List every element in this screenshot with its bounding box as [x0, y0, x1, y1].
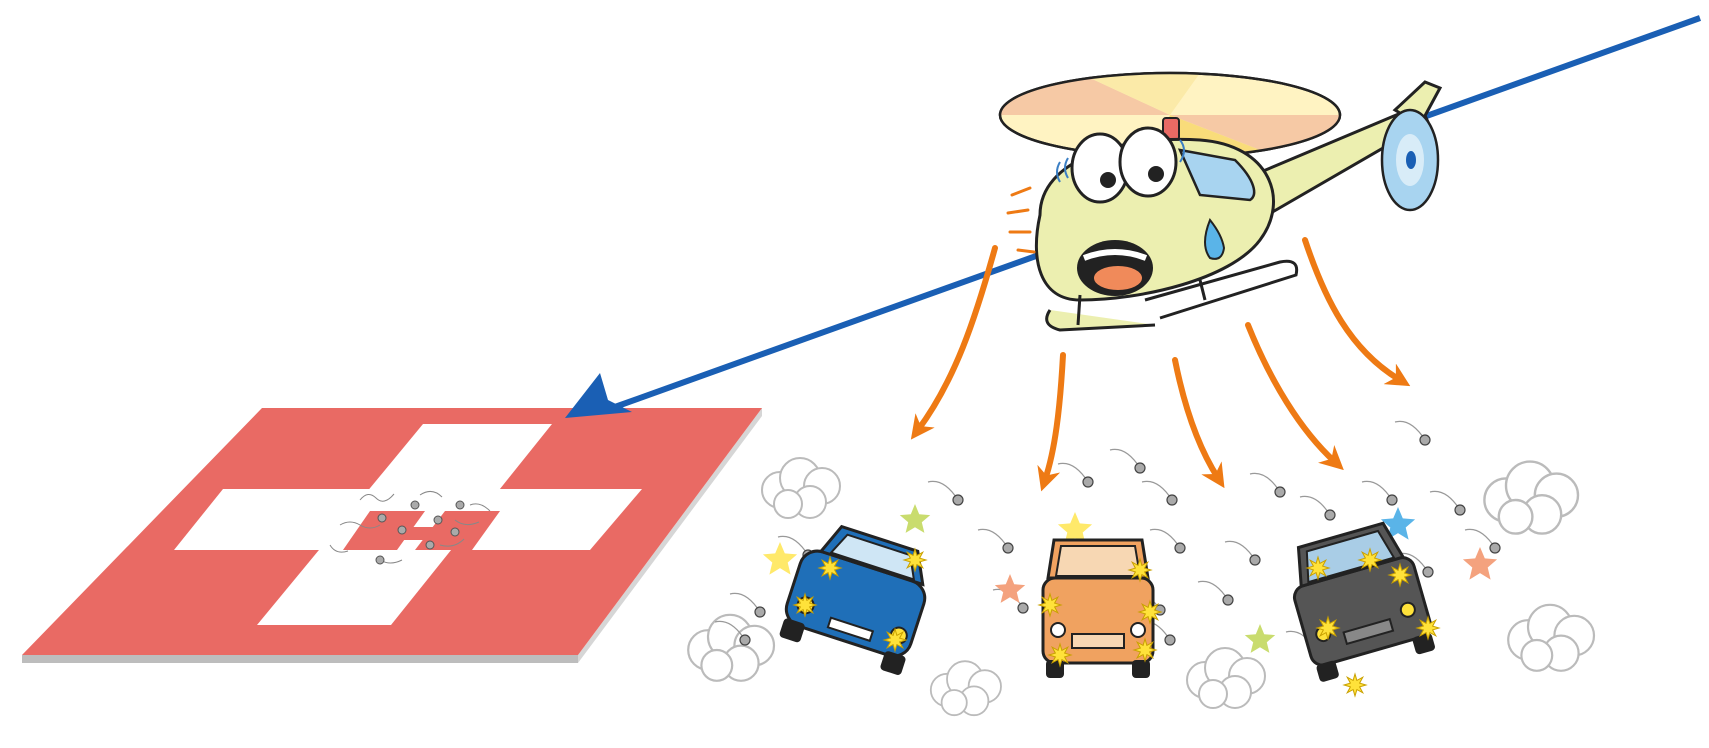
impact-burst: [1137, 599, 1163, 625]
dust-puff: [1497, 498, 1534, 535]
car-icon: [1041, 538, 1155, 678]
rock: [1222, 594, 1234, 606]
impact-burst: [1315, 615, 1341, 641]
star-icon: [1462, 547, 1498, 580]
pebble: [455, 500, 465, 510]
pebble: [377, 513, 387, 523]
dust-cloud: [1186, 647, 1266, 709]
downwash-arrows: [910, 237, 1411, 492]
shake-lines: [1056, 139, 1185, 183]
rock: [1002, 542, 1014, 554]
dust-cloud: [929, 660, 1002, 717]
rock: [1489, 542, 1501, 554]
helicopter-window: [1177, 148, 1256, 202]
dust-cloud: [1507, 603, 1596, 672]
dust-cloud: [761, 457, 841, 519]
downwash-arrow: [1302, 237, 1411, 387]
car-icon: [779, 524, 927, 675]
impact-burst: [882, 627, 908, 653]
pebble: [375, 555, 385, 565]
rock: [1454, 504, 1466, 516]
star-icon: [994, 574, 1026, 603]
impact-burst: [1357, 547, 1383, 573]
downwash-arrow: [1245, 322, 1344, 471]
rock: [1134, 462, 1146, 474]
arrow-left-down-icon: [565, 373, 632, 418]
star-icon: [1057, 512, 1093, 545]
helipad-side-right: [578, 408, 762, 663]
pebble: [410, 500, 420, 510]
impact-burst: [1047, 642, 1073, 668]
pebble: [450, 527, 460, 537]
dust-puff: [773, 489, 803, 519]
impact-stars: [762, 504, 1498, 653]
downwash-arrow: [1172, 357, 1225, 489]
rock: [1174, 542, 1186, 554]
rock: [1164, 634, 1176, 646]
downwash-arrow: [910, 245, 998, 440]
rock: [739, 634, 751, 646]
impact-burst: [1127, 557, 1153, 583]
helipad: [22, 408, 762, 663]
nervous-lines: [1006, 186, 1036, 254]
rock: [1422, 566, 1434, 578]
pebble: [397, 525, 407, 535]
rock: [1386, 494, 1398, 506]
impact-bursts: [792, 547, 1441, 698]
rock: [1274, 486, 1286, 498]
impact-burst: [902, 547, 928, 573]
helicopter-eyes: [1070, 126, 1178, 204]
impact-burst: [1037, 592, 1063, 618]
helicopter: [998, 71, 1443, 332]
rock: [1249, 554, 1261, 566]
rock: [952, 494, 964, 506]
impact-burst: [1132, 637, 1158, 663]
rock: [1082, 476, 1094, 488]
helipad-pebbles: [375, 500, 465, 565]
impact-burst: [1342, 672, 1368, 698]
pebble: [425, 540, 435, 550]
dust-cloud: [1483, 460, 1580, 535]
impact-burst: [1415, 615, 1441, 641]
helicopter-skids: [1045, 259, 1299, 332]
rock: [1324, 509, 1336, 521]
helipad-side: [22, 655, 578, 663]
car-orange: [1041, 538, 1155, 678]
tail-rotor: [1380, 108, 1440, 212]
dust-puff: [940, 689, 968, 717]
rock: [1017, 602, 1029, 614]
dust-puff: [700, 648, 734, 682]
dust-puff: [1520, 638, 1554, 672]
impact-burst: [1387, 562, 1413, 588]
downwash-arrow: [1037, 352, 1066, 492]
main-rotor: [998, 71, 1342, 159]
sweat-drop-icon: [1204, 218, 1226, 260]
dust-puff: [1198, 679, 1228, 709]
car-dark: [1292, 521, 1435, 682]
rock: [1166, 494, 1178, 506]
pebble: [433, 515, 443, 525]
impact-burst: [1305, 555, 1331, 581]
rock: [754, 606, 766, 618]
car-icon: [1292, 521, 1435, 682]
star-icon: [899, 504, 931, 533]
impact-burst: [792, 592, 818, 618]
car-blue: [779, 524, 927, 675]
rock: [1419, 434, 1431, 446]
helicopter-mouth: [1077, 240, 1153, 296]
star-icon: [762, 542, 798, 575]
star-icon: [1244, 624, 1276, 653]
impact-burst: [817, 555, 843, 581]
